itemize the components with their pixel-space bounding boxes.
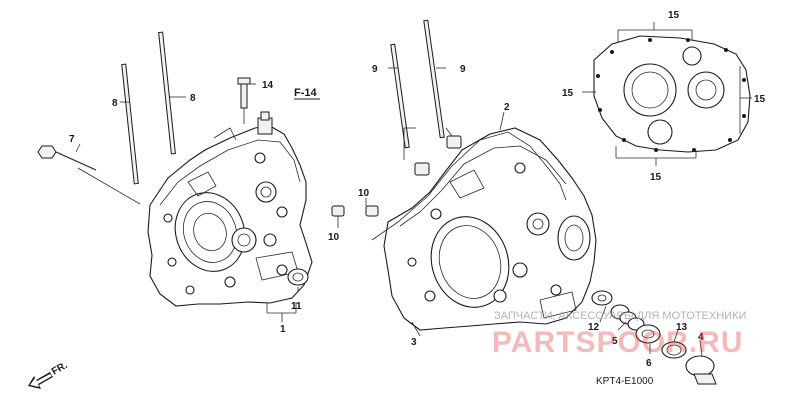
oil-filter-screen-assembly: [591, 290, 717, 385]
callout-13: 13: [676, 322, 688, 333]
callout-14: 14: [262, 80, 274, 91]
watermark-brand: PARTSPOOR.RU: [492, 326, 743, 359]
front-indicator-label: FR.: [50, 360, 70, 378]
watermark-caption: ЗАПЧАСТИ, АКСЕССУАРЫ ДЛЯ МОТОТЕХНИКИ: [494, 310, 746, 322]
callout-9-left: 9: [372, 64, 378, 75]
leader-lines: [75, 22, 752, 357]
left-crankcase-half: [147, 111, 313, 307]
callout-4: 4: [698, 332, 704, 343]
front-direction-arrow: FR.: [28, 360, 70, 389]
callout-2: 2: [504, 102, 510, 113]
callout-10-bottom: 10: [328, 232, 340, 243]
cover-gasket-15: [593, 35, 751, 153]
callout-12: 12: [588, 322, 600, 333]
callout-1: 1: [280, 324, 286, 335]
callout-3: 3: [411, 337, 417, 348]
callout-6: 6: [646, 358, 652, 369]
right-crankcase-half: [383, 127, 597, 331]
oil-seal-11: [287, 268, 309, 286]
callout-7: 7: [69, 134, 75, 145]
callout-15-top: 15: [668, 10, 680, 21]
dowel-pins: [331, 135, 462, 217]
callout-8-right: 8: [190, 93, 196, 104]
callout-10-top: 10: [358, 188, 370, 199]
ref-label-f14: F-14: [294, 87, 318, 99]
callout-8-left: 8: [112, 98, 118, 109]
callout-9-right: 9: [460, 64, 466, 75]
drain-bolt-14: [237, 77, 251, 109]
callout-15-left: 15: [562, 88, 574, 99]
callout-15-right: 15: [754, 94, 766, 105]
drawing-code: KPT4-E1000: [596, 376, 654, 387]
flange-bolt: [37, 145, 97, 171]
callout-11: 11: [291, 301, 302, 312]
stud-bolts-9: [390, 19, 445, 149]
crankcase-gasket: [371, 131, 567, 241]
callout-15-bottom: 15: [650, 172, 662, 183]
callout-5: 5: [612, 336, 618, 347]
stud-bolts-8: [121, 31, 176, 185]
